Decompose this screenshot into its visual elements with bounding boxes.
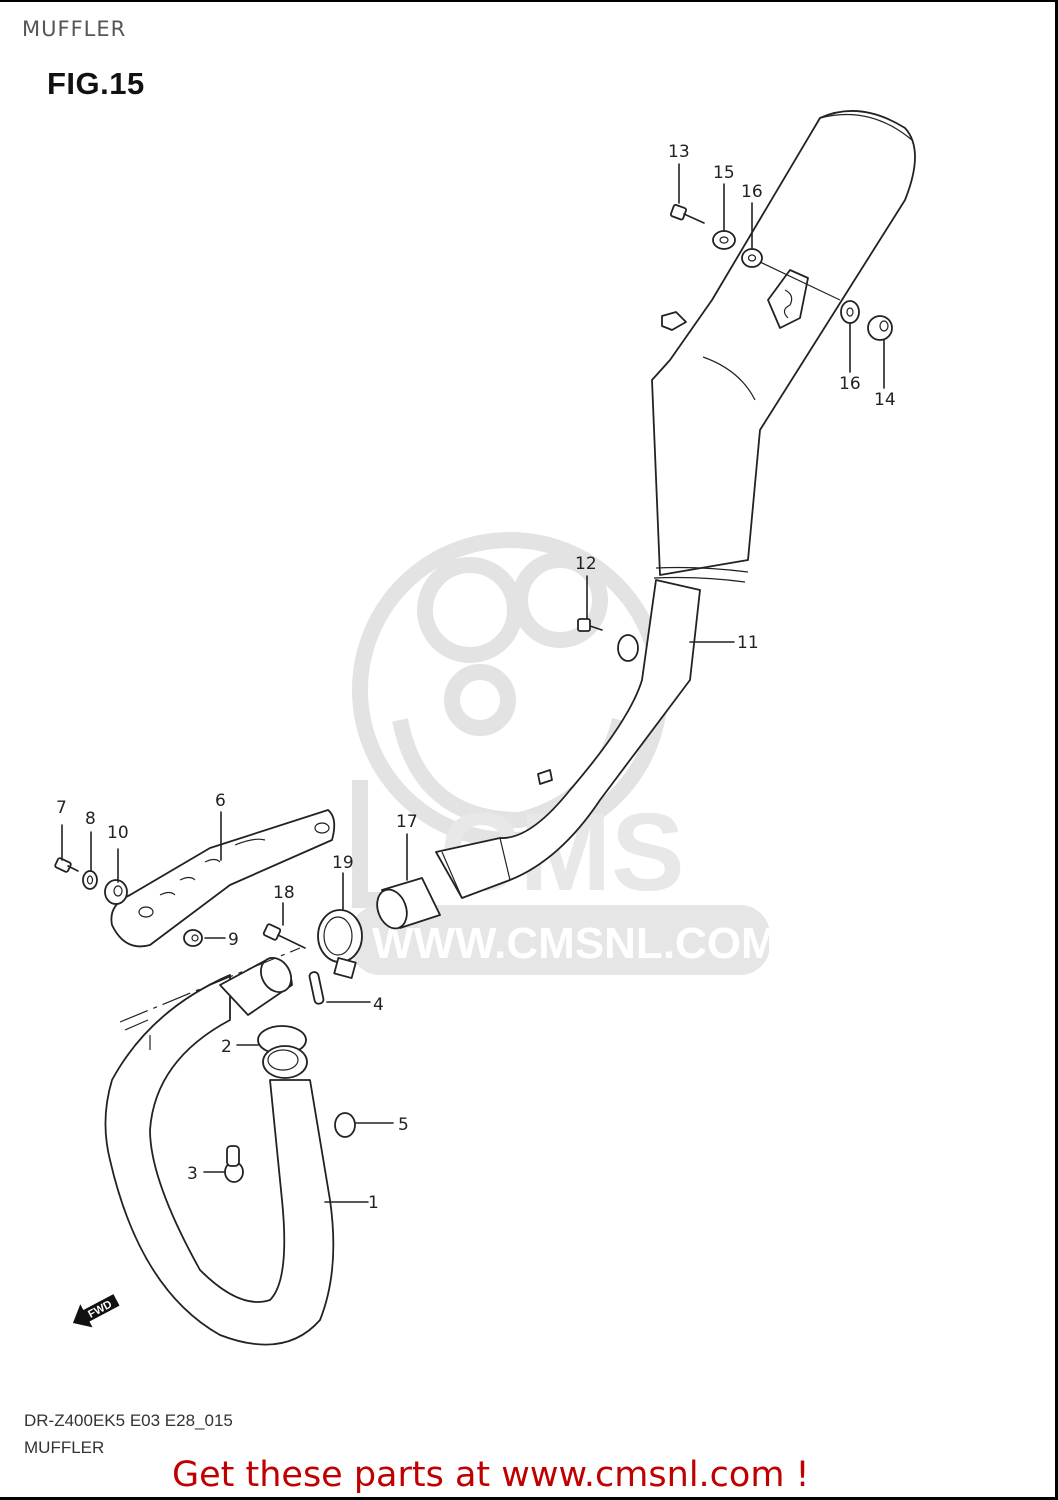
callout-14: 14 — [874, 390, 896, 410]
exhaust-header-pipe — [104, 947, 335, 1346]
callout-18: 18 — [273, 883, 295, 903]
callout-3: 3 — [187, 1164, 198, 1184]
callout-9: 9 — [228, 930, 239, 950]
figure-title: FIG.15 — [47, 66, 145, 101]
callout-16-bottom: 16 — [839, 374, 861, 394]
callout-11: 11 — [737, 633, 759, 653]
page-heading: MUFFLER — [22, 17, 127, 41]
callout-15: 15 — [713, 163, 735, 183]
callout-6: 6 — [215, 791, 226, 811]
callout-16-top: 16 — [741, 182, 763, 202]
watermark-url: WWW.CMSNL.COM — [372, 919, 778, 968]
callout-10: 10 — [107, 823, 129, 843]
muffler-body — [651, 110, 916, 583]
callout-7: 7 — [56, 798, 67, 818]
model-code: DR-Z400EK5 E03 E28_015 — [24, 1411, 233, 1430]
section-name: MUFFLER — [24, 1438, 105, 1457]
callout-17: 17 — [396, 812, 418, 832]
callout-labels: 1 2 3 4 5 6 7 8 9 10 11 12 13 14 15 16 1… — [56, 142, 896, 1213]
callout-5: 5 — [398, 1115, 409, 1135]
hardware — [54, 203, 893, 1183]
callout-19: 19 — [332, 853, 354, 873]
callout-1: 1 — [368, 1193, 379, 1213]
fwd-arrow-icon: FWD — [72, 1294, 120, 1328]
callout-13: 13 — [668, 142, 690, 162]
callout-4: 4 — [373, 995, 384, 1015]
callout-8: 8 — [85, 809, 96, 829]
leader-lines — [61, 163, 885, 1203]
heat-shield-bracket — [110, 809, 336, 948]
callout-12: 12 — [575, 554, 597, 574]
mid-pipe — [435, 579, 701, 899]
promo-link[interactable]: Get these parts at www.cmsnl.com ! — [172, 1455, 810, 1495]
fwd-label: FWD — [86, 1298, 114, 1320]
callout-2: 2 — [221, 1037, 232, 1057]
